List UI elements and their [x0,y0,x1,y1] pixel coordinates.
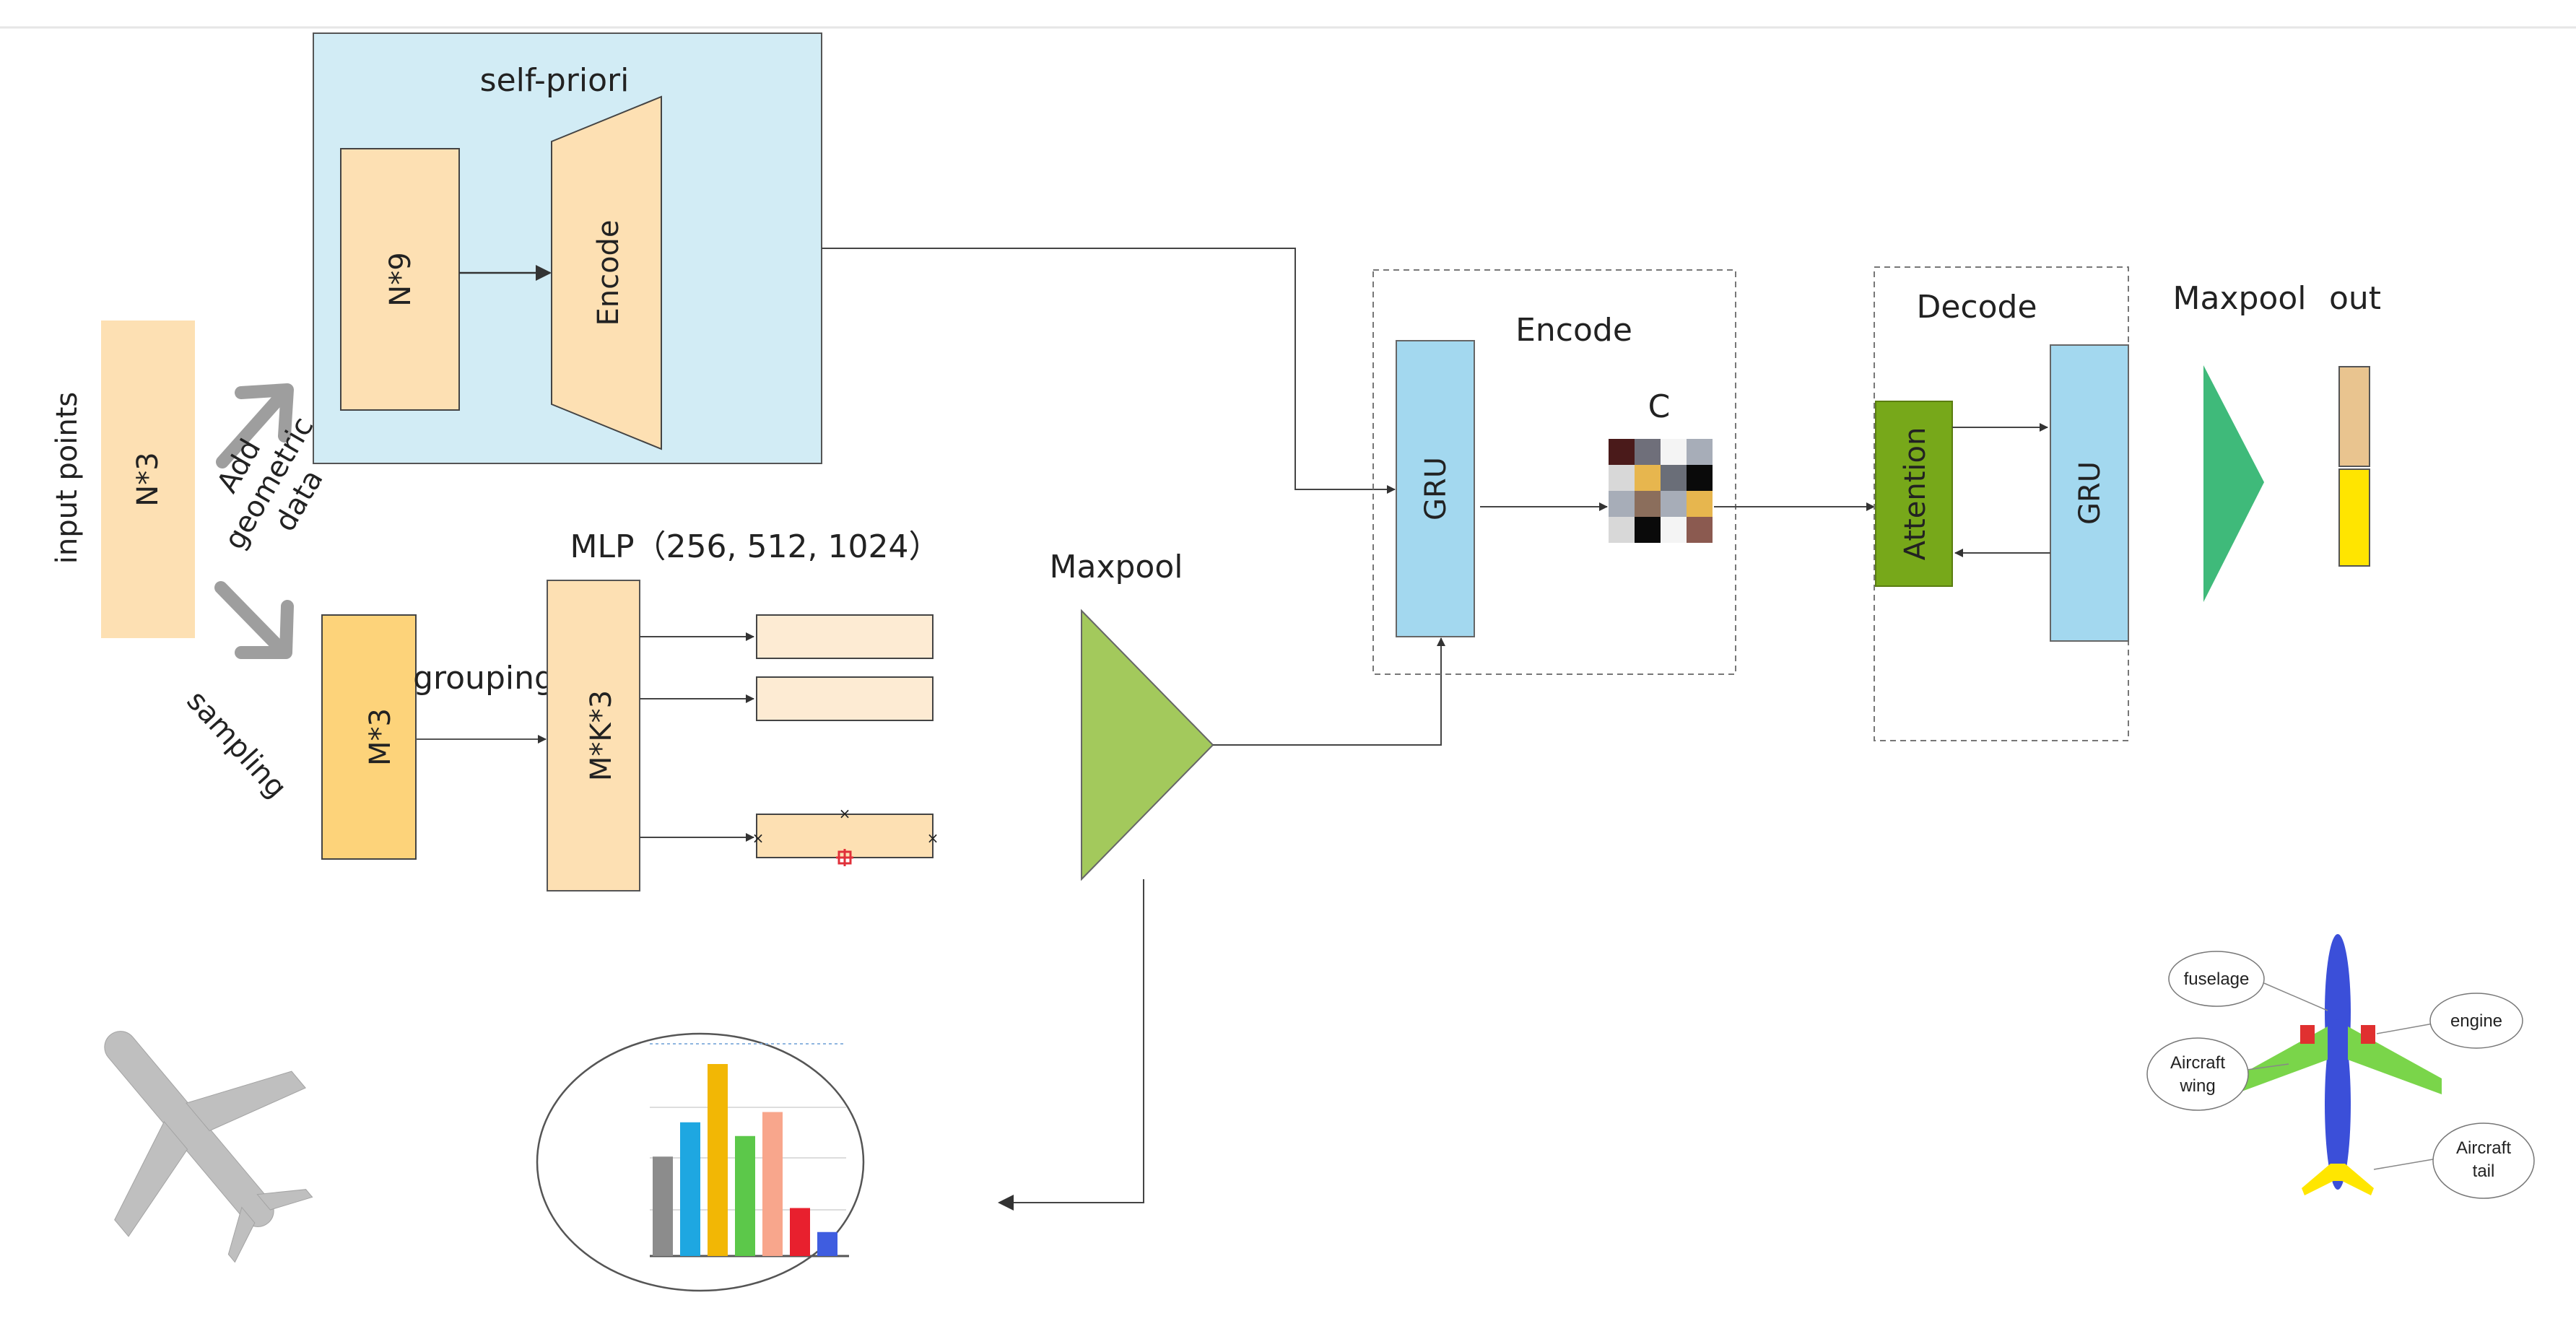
wing-label-line2: wing [2179,1076,2215,1096]
fuselage-callout-line [2263,982,2328,1011]
n3-label: N*3 [131,452,165,506]
wing-callout-line [2246,1063,2289,1071]
inset-bar [762,1112,783,1256]
encode-trapezoid-label: Encode [592,219,625,326]
svg-text:×: × [839,805,851,822]
chart-inset [650,1043,849,1257]
tail-callout [2432,1122,2535,1199]
self-priori-label: self-priori [480,62,630,99]
c-label: C [1648,388,1671,425]
maxpool-to-chart-arrow [998,879,1144,1211]
engine-callout-line [2376,1023,2434,1034]
tail-callout-line [2373,1159,2434,1170]
matrix-cell [1635,517,1661,543]
left-engine [2300,1025,2315,1044]
wing-callout [2146,1037,2249,1111]
matrix-cell [1661,439,1687,465]
fuselage-label: fuselage [2184,969,2250,989]
matrix-cell [1687,439,1713,465]
maxpool-right-label: Maxpool [2173,280,2307,317]
mlp-label: MLP（256, 512, 1024） [570,528,941,565]
inset-bar [680,1122,700,1256]
chart-inset-bars [653,1064,837,1256]
gru-decode-label: GRU [2074,461,2107,525]
maxpool-right-triangle [2203,365,2264,602]
out-bar-top [2338,366,2370,467]
m3-block [321,614,417,860]
input-points-label: input points [51,392,84,564]
add-geometric-arrow [216,383,294,468]
attention-label: Attention [1899,427,1932,561]
inset-bar [653,1156,673,1256]
n9-block [340,148,460,411]
gru-encode-label: GRU [1419,457,1453,520]
matrix-cell [1635,439,1661,465]
fuselage-callout [2168,951,2265,1007]
mlp-layer-1 [756,614,934,659]
fuselage-lower [2325,1019,2351,1190]
mk3-block [547,580,640,891]
out-bar-bottom [2338,468,2370,567]
matrix-cell [1687,517,1713,543]
svg-text:×: × [927,829,939,847]
out-label: out [2329,280,2381,317]
matrix-cell [1635,491,1661,517]
mk3-label: M*K*3 [585,690,618,781]
tail-label-line2: tail [2473,1161,2495,1181]
right-engine [2361,1025,2375,1044]
decode-title: Decode [1916,289,2037,326]
matrix-cell [1661,517,1687,543]
matrix-cell [1661,465,1687,491]
engine-callout [2429,993,2523,1049]
mlp-layer-2 [756,676,934,721]
wing-label-line1: Aircraft [2170,1053,2225,1073]
attention-block [1875,401,1953,587]
n3-block [101,321,195,638]
sampling-label: sampling [180,684,292,805]
matrix-cell [1609,517,1635,543]
engine-label: engine [2450,1011,2502,1031]
encode-title: Encode [1515,312,1632,349]
inset-bar [735,1135,755,1256]
matrix-cell [1609,439,1635,465]
gru-encode-block [1396,340,1475,637]
n9-label: N*9 [384,252,417,306]
m3-label: M*3 [364,708,397,766]
airplane-point-cloud-icon [104,1031,313,1263]
matrix-cell [1609,465,1635,491]
maxpool-mid-label: Maxpool [1050,549,1183,585]
sampling-arrow [214,581,294,659]
maxpool-to-gru-arrow [1213,637,1445,746]
matrix-cell [1687,465,1713,491]
encode-trapezoid [551,95,662,450]
gru-decode-block [2050,344,2129,642]
svg-text:×: × [752,829,765,847]
grouping-label: grouping [413,660,554,697]
context-matrix [1609,439,1713,543]
inset-bar [708,1064,728,1256]
tail-label-line1: Aircraft [2456,1138,2511,1158]
inset-bar [817,1231,837,1256]
selection-handles: × × × [752,805,939,866]
maxpool-mid-triangle [1081,609,1214,881]
matrix-cell [1635,465,1661,491]
matrix-cell [1609,491,1635,517]
self-priori-to-gru-arrow [822,248,1396,494]
matrix-cell [1687,491,1713,517]
tail [2302,1164,2374,1195]
matrix-cell [1661,491,1687,517]
segmented-airplane: fuselage engine Aircraft wing Aircraft t… [2146,934,2535,1199]
inset-bar [790,1208,810,1256]
